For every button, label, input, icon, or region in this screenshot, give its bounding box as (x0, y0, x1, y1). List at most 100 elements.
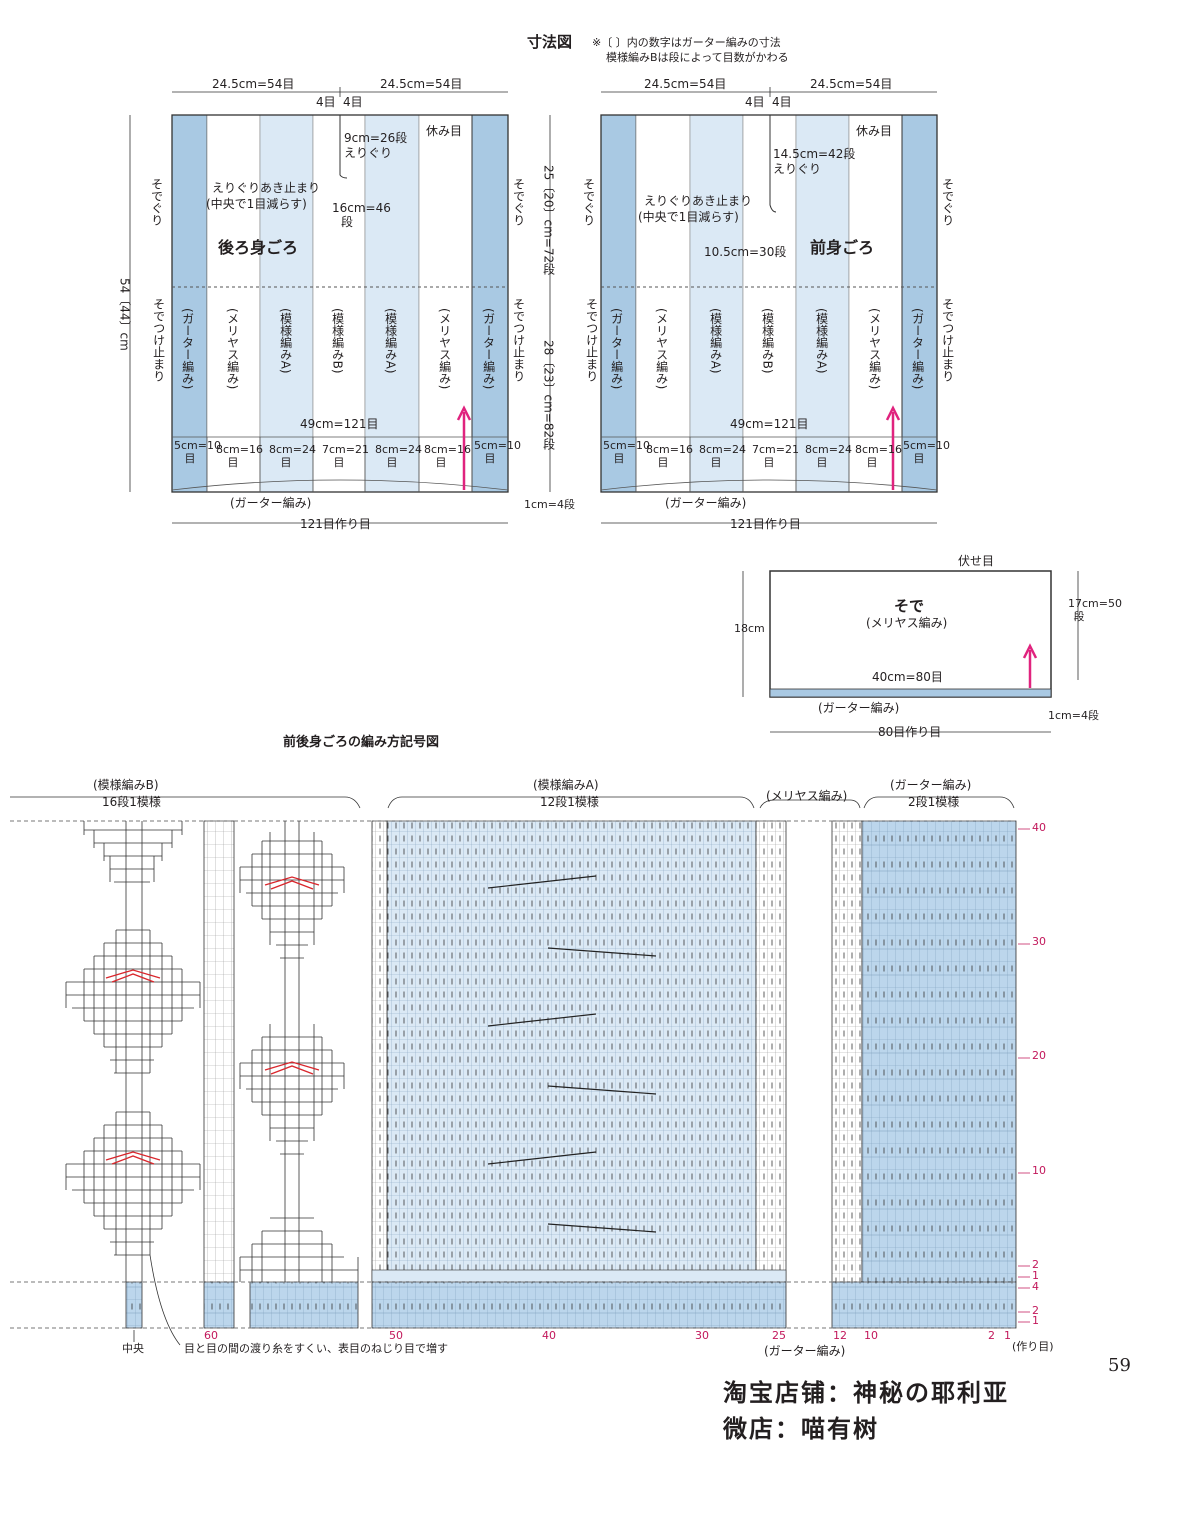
front-rest: 休み目 (856, 124, 893, 138)
back-sleeve-stop-right: そでつけ止まり (511, 298, 526, 382)
front-armhole-right: そでぐり (940, 178, 955, 226)
back-col-3: 8cm=24目 (269, 443, 316, 469)
back-col-2: 8cm=16目 (216, 443, 263, 469)
front-strip-7: (ガーター編み) (910, 308, 925, 390)
back-rest: 休み目 (426, 124, 463, 138)
sleeve-gauge: 1cm=4段 (1048, 709, 1099, 722)
chart-b-label: (模様編みB) (93, 778, 159, 792)
front-four-a: 4目 (745, 95, 765, 109)
back-armhole-right: そでぐり (511, 178, 526, 226)
chart-cast-on: (作り目) (1012, 1340, 1054, 1353)
chart-stock-label: (メリヤス編み) (766, 789, 848, 803)
col-label-12: 12 (833, 1329, 847, 1342)
middle-lower: 28〔23〕cm=82段 (541, 340, 556, 451)
back-strip-2: (メリヤス編み) (225, 308, 240, 390)
front-neck-label: えりぐり (773, 162, 822, 176)
front-four-b: 4目 (772, 95, 792, 109)
front-top-right: 24.5cm=54目 (810, 77, 893, 91)
back-body-diagram (129, 87, 509, 524)
front-sleeve-stop-right: そでつけ止まり (940, 298, 955, 382)
row-label-1-lower: 1 (1032, 1314, 1039, 1327)
front-top-left: 24.5cm=54目 (644, 77, 727, 91)
sleeve-garter: (ガーター編み) (818, 701, 900, 715)
back-four-a: 4目 (316, 95, 336, 109)
front-strip-1: (ガーター編み) (609, 308, 624, 390)
sleeve-right: 17cm=50段 (1068, 597, 1122, 623)
front-col-3: 8cm=24目 (699, 443, 746, 469)
front-neck: 14.5cm=42段 (773, 147, 856, 161)
front-body-diagram (600, 87, 938, 524)
back-col-1: 5cm=10目 (174, 439, 221, 465)
row-label-1-upper: 1 (1032, 1269, 1039, 1282)
front-strip-3: (模様編みA) (708, 308, 723, 374)
chart-b-sub: 16段1模様 (102, 795, 161, 809)
sleeve-diagram (742, 570, 1079, 733)
col-label-10: 10 (864, 1329, 878, 1342)
front-garter: (ガーター編み) (665, 496, 747, 510)
front-depth: 10.5cm=30段 (704, 245, 787, 259)
back-strip-4: (模様編みB) (330, 308, 345, 374)
front-sleeve-stop-left: そでつけ止まり (584, 298, 599, 382)
back-col-7: 5cm=10目 (474, 439, 521, 465)
back-strip-3: (模様編みA) (278, 308, 293, 374)
row-label-10: 10 (1032, 1164, 1046, 1177)
back-armhole-left: そでぐり (149, 178, 164, 226)
chart-a-label: (模様編みA) (533, 778, 599, 792)
col-label-40: 40 (542, 1329, 556, 1342)
row-label-40: 40 (1032, 821, 1046, 834)
back-col-4: 7cm=21目 (322, 443, 369, 469)
watermark-line-2: 微店：喵有树 (723, 1414, 879, 1443)
front-strip-2: (メリヤス編み) (654, 308, 669, 390)
chart-garter-label: (ガーター編み) (890, 778, 972, 792)
back-width: 49cm=121目 (300, 417, 379, 431)
chart-garter-bottom: (ガーター編み) (764, 1344, 846, 1358)
chart-garter-sub: 2段1模様 (908, 795, 960, 809)
col-label-1: 1 (1004, 1329, 1011, 1342)
row-label-2-upper: 2 (1032, 1258, 1039, 1271)
back-top-right: 24.5cm=54目 (380, 77, 463, 91)
col-label-25: 25 (772, 1329, 786, 1342)
front-name: 前身ごろ (810, 238, 875, 257)
front-cast-on: 121目作り目 (730, 517, 801, 531)
front-col-2: 8cm=16目 (646, 443, 693, 469)
page-title: 寸法図 (527, 33, 573, 51)
back-depth: 16cm=46段 (332, 201, 391, 229)
sleeve-bind-off: 伏せ目 (958, 554, 995, 568)
col-label-60: 60 (204, 1329, 218, 1342)
back-neck-label: えりぐり (344, 146, 393, 160)
middle-upper: 25〔20〕cm=72段 (541, 165, 556, 276)
back-neck-open-2: (中央で1目減らす) (206, 197, 307, 211)
back-strip-6: (メリヤス編み) (437, 308, 452, 390)
front-col-4: 7cm=21目 (752, 443, 799, 469)
watermark-line-1: 淘宝店铺：神秘の耶利亚 (723, 1378, 1009, 1407)
back-top-left: 24.5cm=54目 (212, 77, 295, 91)
row-label-2-lower: 2 (1032, 1304, 1039, 1317)
chart-title: 前後身ごろの編み方記号図 (283, 735, 440, 750)
page-number: 59 (1108, 1355, 1131, 1376)
col-label-50: 50 (389, 1329, 403, 1342)
front-width: 49cm=121目 (730, 417, 809, 431)
sleeve-cast-on: 80目作り目 (878, 725, 942, 739)
front-col-6: 8cm=16目 (855, 443, 902, 469)
back-col-6: 8cm=16目 (424, 443, 471, 469)
back-sleeve-stop-left: そでつけ止まり (151, 298, 166, 382)
sleeve-width: 40cm=80目 (872, 670, 943, 684)
col-label-30: 30 (695, 1329, 709, 1342)
sleeve-height: 18cm (734, 622, 765, 635)
chart-a-sub: 12段1模様 (540, 795, 599, 809)
front-col-5: 8cm=24目 (805, 443, 852, 469)
col-label-2: 2 (988, 1329, 995, 1342)
back-four-b: 4目 (343, 95, 363, 109)
front-strip-4: (模様編みB) (760, 308, 775, 374)
back-neck-open: えりぐりあき止まり (212, 181, 321, 195)
chart-center: 中央 (122, 1342, 144, 1355)
row-label-4: 4 (1032, 1280, 1039, 1293)
stitch-chart (10, 796, 1030, 1346)
back-name: 後ろ身ごろ (218, 238, 299, 257)
sleeve-name: そで (894, 597, 925, 615)
front-strip-6: (メリヤス編み) (867, 308, 882, 390)
back-neck: 9cm=26段 (344, 131, 408, 145)
middle-gauge: 1cm=4段 (524, 498, 575, 511)
header-note-2: 模様編みBは段によって目数がかわる (606, 51, 789, 64)
